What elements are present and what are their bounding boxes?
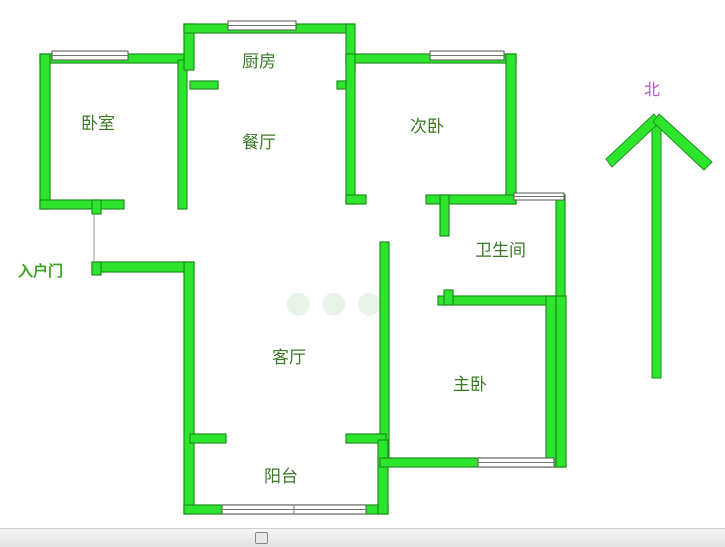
room-label-balcony: 阳台 xyxy=(264,467,298,487)
watermark: ● ● ● xyxy=(285,285,383,320)
room-label-dining: 餐厅 xyxy=(242,133,276,153)
svg-text:● ● ●: ● ● ● xyxy=(285,285,383,320)
wall-segment xyxy=(39,199,125,210)
wall-segment xyxy=(91,261,102,276)
room-label-kitchen: 厨房 xyxy=(242,52,276,72)
room-label-bathroom: 卫生间 xyxy=(475,241,526,261)
wall-segment xyxy=(345,53,356,205)
wall-segment xyxy=(91,261,195,273)
wall-segment xyxy=(443,289,454,306)
north-arrow-head-right xyxy=(652,113,713,171)
walls xyxy=(39,23,567,515)
wall-segment xyxy=(555,194,566,306)
wall-segment xyxy=(189,433,227,444)
wall-segment xyxy=(379,241,390,465)
room-label-master-bedroom: 主卧 xyxy=(453,375,487,395)
north-arrow-shaft xyxy=(651,119,662,379)
window-bedroom xyxy=(51,50,129,61)
wall-segment xyxy=(437,295,557,306)
floor-plan: ● ● ● xyxy=(18,20,713,515)
room-label-second-bedroom: 次卧 xyxy=(410,117,444,137)
wall-segment xyxy=(377,439,389,515)
wall-segment xyxy=(39,53,51,210)
wall-segment xyxy=(555,295,567,468)
room-label-living-room: 客厅 xyxy=(272,348,306,368)
wall-segment xyxy=(183,261,195,515)
wall-segment xyxy=(345,433,387,444)
wall-segment xyxy=(439,194,450,237)
wall-segment xyxy=(545,295,557,468)
scrollbar-thumb[interactable] xyxy=(255,532,268,544)
wall-segment xyxy=(177,59,188,210)
room-label-bedroom: 卧室 xyxy=(81,114,115,134)
window-bathroom xyxy=(513,192,565,201)
window-kitchen xyxy=(227,20,297,31)
entrance-label: 入户门 xyxy=(18,262,63,280)
window-second-bedroom xyxy=(429,50,505,61)
wall-segment xyxy=(345,194,367,205)
wall-segment xyxy=(91,199,102,215)
north-compass: 北 xyxy=(605,80,713,379)
windows xyxy=(51,20,565,515)
wall-segment xyxy=(189,80,219,90)
horizontal-scrollbar[interactable] xyxy=(0,528,725,547)
window-balcony xyxy=(221,504,367,515)
wall-segment xyxy=(505,53,517,205)
window-master-bedroom xyxy=(477,457,555,468)
north-label: 北 xyxy=(644,80,660,99)
